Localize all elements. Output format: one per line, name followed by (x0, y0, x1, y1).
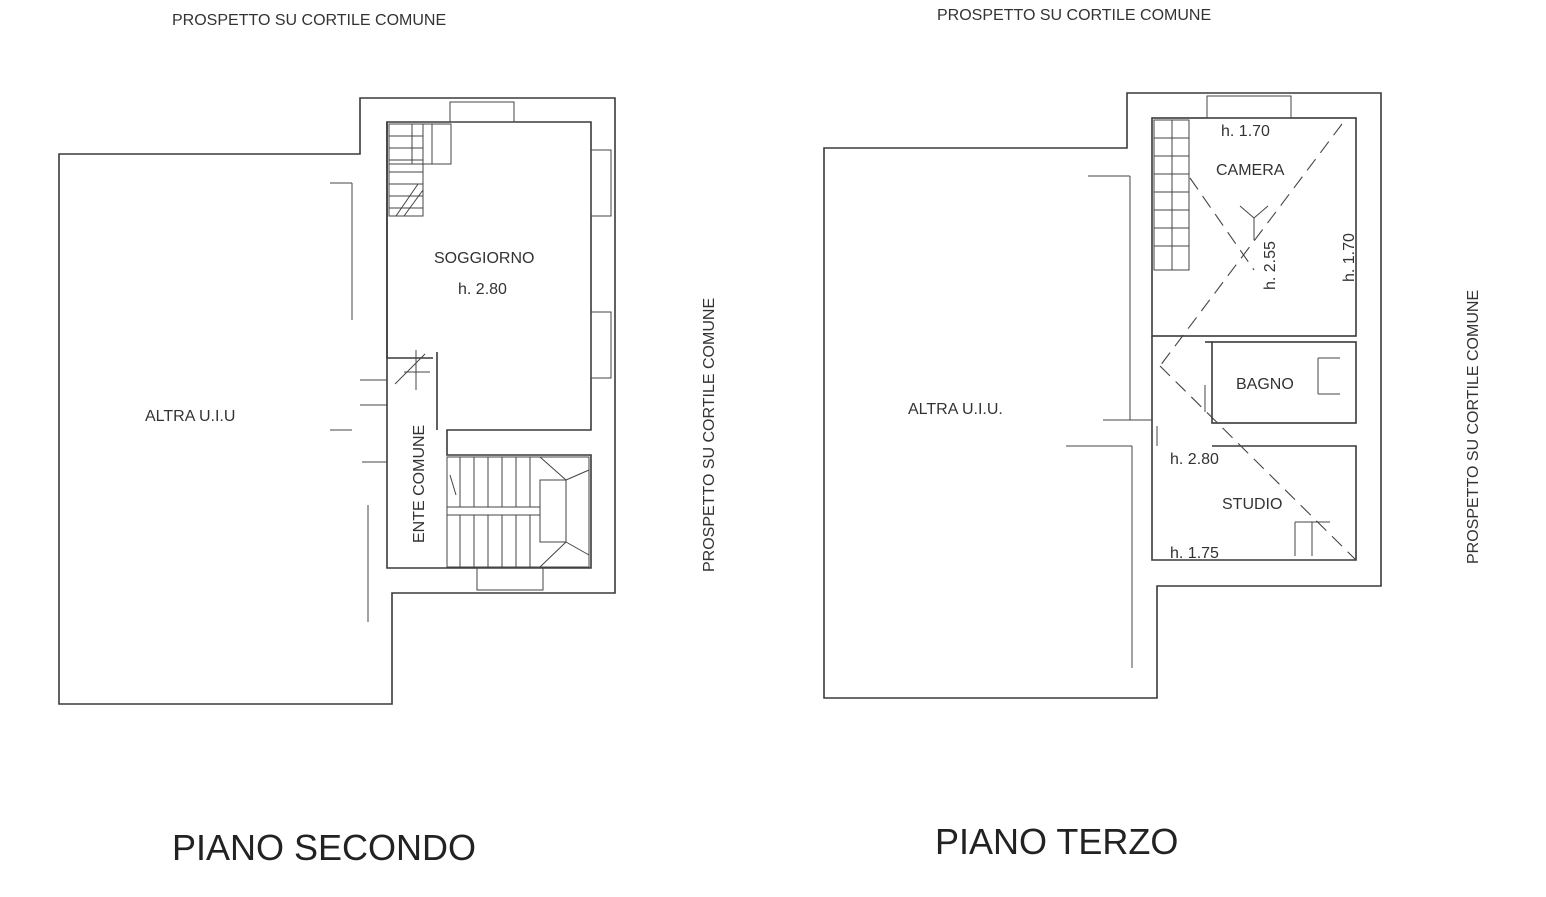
room-height-soggiorno: h. 2.80 (458, 281, 507, 298)
plan-title-piano-secondo: PIANO SECONDO (172, 827, 476, 868)
room-studio-wall (1151, 336, 1357, 561)
height-studio-bottom: h. 1.75 (1170, 545, 1219, 562)
window-bottom (476, 567, 544, 591)
slope-marker (1239, 205, 1255, 219)
height-camera-side: h. 1.70 (1341, 233, 1358, 282)
room-label-altra-uiu: ALTRA U.I.U. (908, 401, 1003, 418)
window-right-2 (590, 311, 612, 379)
room-label-altra-uiu: ALTRA U.I.U (145, 408, 235, 425)
top-facade-label: PROSPETTO SU CORTILE COMUNE (937, 7, 1211, 24)
room-label-bagno: BAGNO (1236, 376, 1294, 393)
unit-outer-wall (823, 92, 1382, 699)
slope-marker (1253, 205, 1269, 219)
window-top (449, 101, 515, 123)
room-label-ente-comune: ENTE COMUNE (411, 425, 428, 543)
window-right-1 (590, 149, 612, 217)
room-label-soggiorno: SOGGIORNO (434, 250, 534, 267)
unit-inner-wall (386, 121, 592, 569)
plan-piano-terzo: PROSPETTO SU CORTILE COMUNE (823, 7, 1482, 862)
height-camera-top: h. 1.70 (1221, 123, 1270, 140)
height-camera-mid: h. 2.55 (1262, 241, 1279, 290)
stair-upper (388, 123, 452, 217)
room-bagno-wall (1211, 341, 1357, 424)
plan-piano-secondo: PROSPETTO SU CORTILE COMUNE (58, 12, 718, 868)
top-facade-label: PROSPETTO SU CORTILE COMUNE (172, 12, 446, 29)
room-label-camera: CAMERA (1216, 162, 1285, 179)
side-facade-label: PROSPETTO SU CORTILE COMUNE (701, 298, 718, 572)
window-top (1206, 95, 1292, 119)
stair-lower (446, 456, 590, 568)
unit-outer-wall (58, 97, 616, 705)
door-swing (394, 353, 426, 385)
height-studio-top: h. 2.80 (1170, 451, 1219, 468)
room-label-studio: STUDIO (1222, 496, 1282, 513)
roof-slope-line (1159, 123, 1343, 367)
plan-title-piano-terzo: PIANO TERZO (935, 821, 1178, 862)
roof-slope-line (1159, 365, 1357, 561)
roof-slope-line (1189, 177, 1255, 271)
side-facade-label: PROSPETTO SU CORTILE COMUNE (1465, 290, 1482, 564)
stair (1153, 119, 1190, 271)
